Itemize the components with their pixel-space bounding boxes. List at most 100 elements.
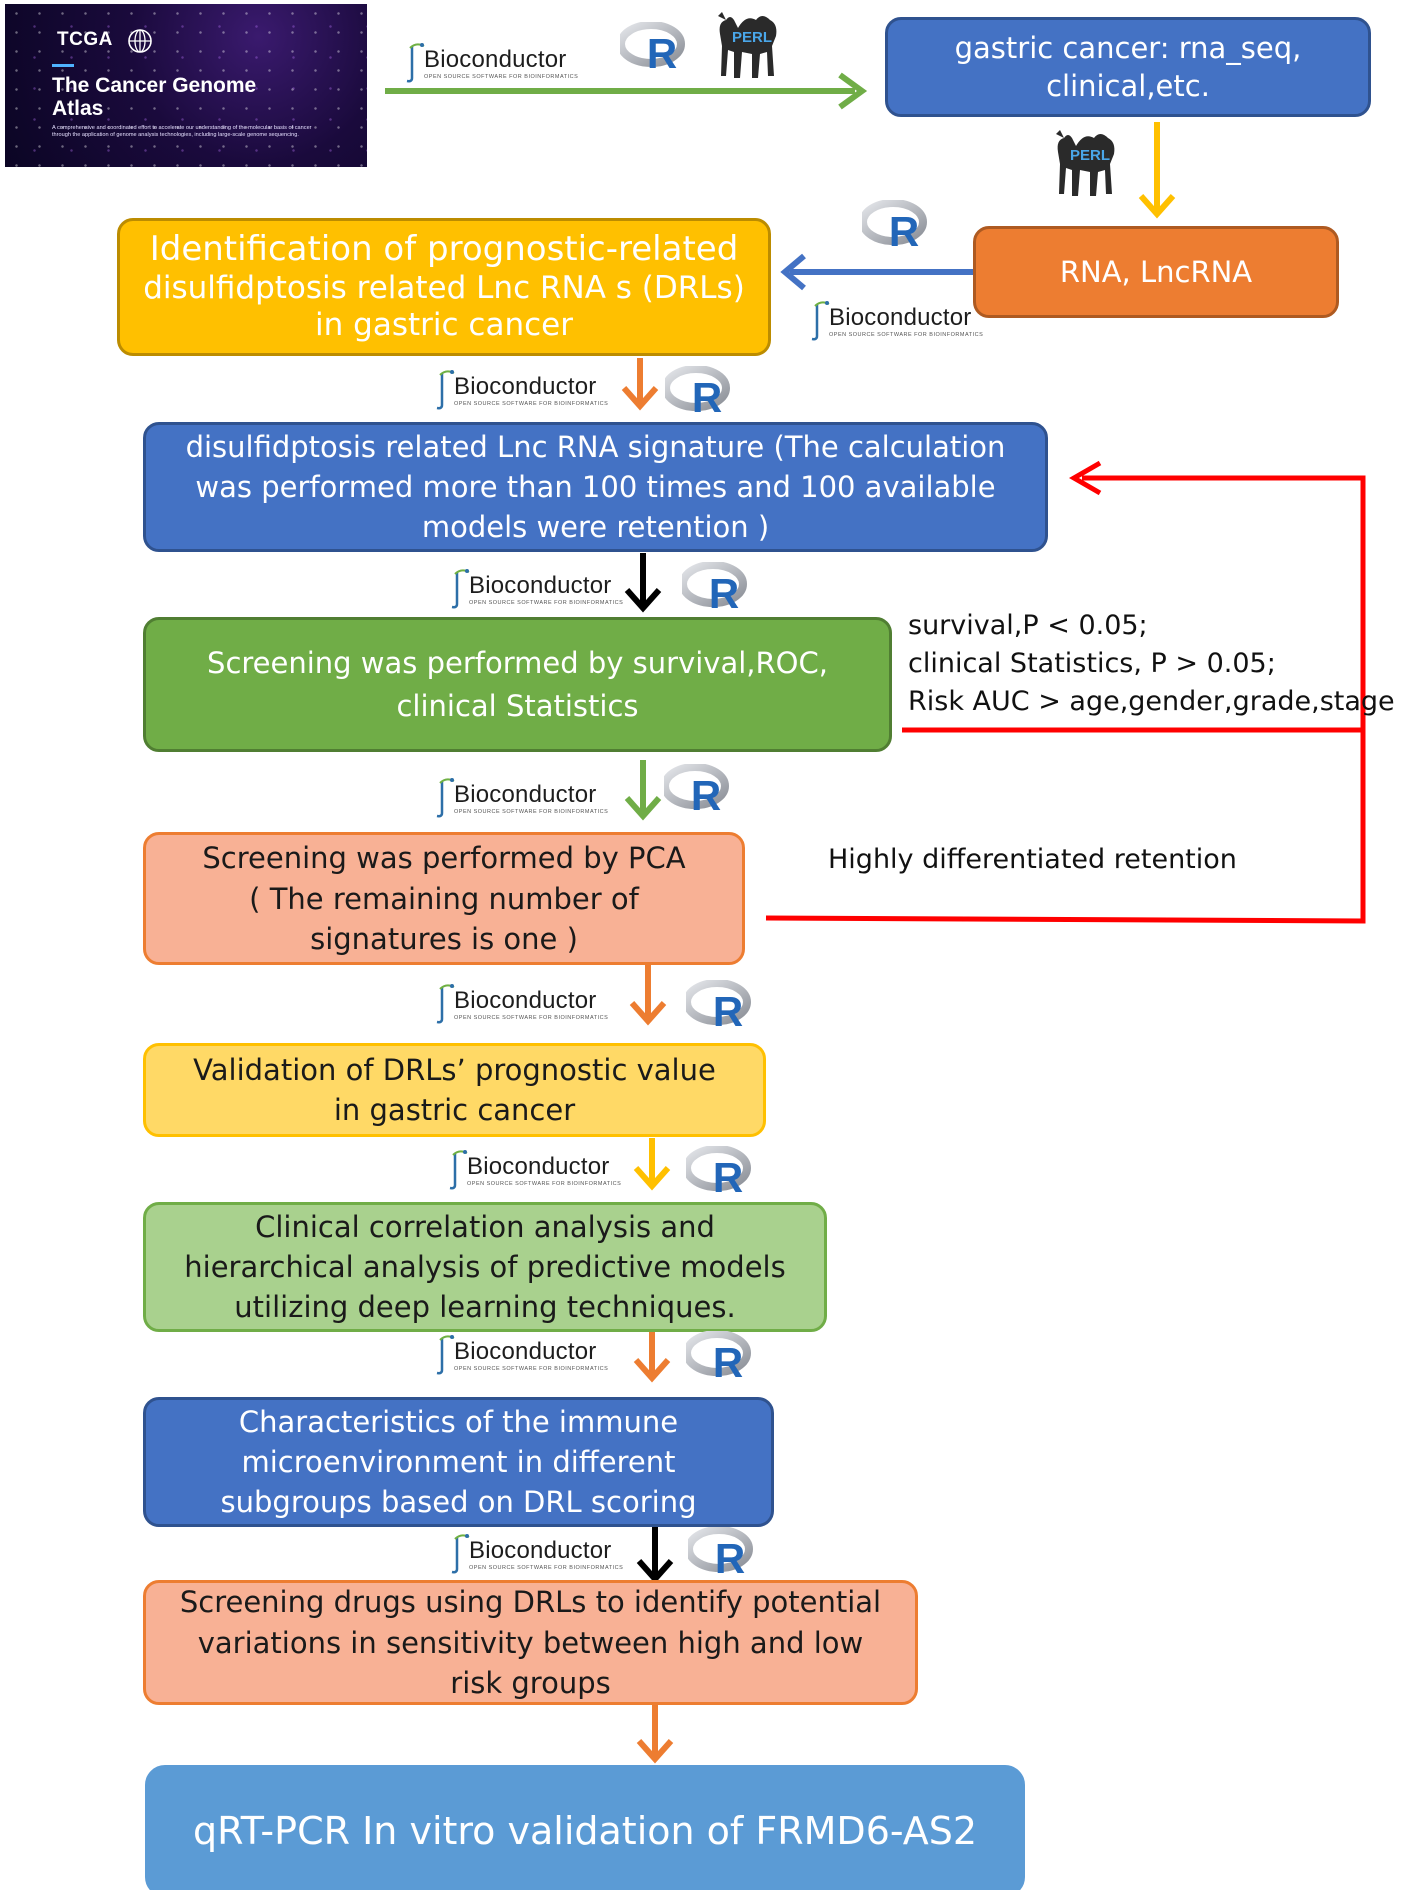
perl-logo-text: PERL bbox=[732, 29, 772, 46]
bioconductor-swirl-icon bbox=[811, 301, 830, 341]
r-logo-letter: R bbox=[647, 30, 677, 72]
box-identification-line2: disulfidptosis related Lnc RNA s (DRLs) bbox=[143, 270, 745, 307]
box-identification-line1: Identification of prognostic-related bbox=[149, 229, 739, 270]
box-clinical-line1: Clinical correlation analysis and bbox=[255, 1209, 715, 1244]
box-identification-line3: in gastric cancer bbox=[315, 307, 573, 344]
bioconductor-swirl-icon bbox=[436, 778, 455, 818]
arrow-rna-to-identification bbox=[780, 253, 975, 291]
box-immune-line3: subgroups based on DRL scoring bbox=[220, 1485, 697, 1520]
bioconductor-tagline: OPEN SOURCE SOFTWARE FOR BIOINFORMATICS bbox=[454, 1366, 609, 1372]
bioconductor-swirl-icon bbox=[436, 984, 455, 1024]
arrow-identification-to-signature bbox=[621, 358, 659, 411]
bioconductor-wordmark: Bioconductor bbox=[469, 1537, 612, 1564]
arrow-clinical-to-immune bbox=[633, 1330, 671, 1383]
r-logo-icon: R bbox=[665, 366, 730, 416]
box-identification: Identification of prognostic-related dis… bbox=[117, 218, 771, 356]
box-drug-screening: Screening drugs using DRLs to identify p… bbox=[143, 1580, 918, 1705]
perl-logo-text: PERL bbox=[1070, 147, 1110, 164]
r-logo-icon: R bbox=[688, 1527, 753, 1577]
box-signature-line1: disulfidptosis related Lnc RNA signature… bbox=[185, 429, 1006, 464]
bioconductor-wordmark: Bioconductor bbox=[467, 1153, 610, 1180]
box-clinical-line3: utilizing deep learning techniques. bbox=[234, 1290, 736, 1325]
r-logo-icon: R bbox=[686, 980, 751, 1030]
bioconductor-wordmark: Bioconductor bbox=[454, 1338, 597, 1365]
r-logo-letter: R bbox=[691, 772, 721, 814]
box-qrtpcr-validation: qRT-PCR In vitro validation of FRMD6-AS2 bbox=[145, 1765, 1025, 1890]
box-immune-microenvironment: Characteristics of the immune microenvir… bbox=[143, 1397, 774, 1527]
bioconductor-tagline: OPEN SOURCE SOFTWARE FOR BIOINFORMATICS bbox=[424, 74, 579, 80]
box-validation: Validation of DRLs’ prognostic value in … bbox=[143, 1043, 766, 1137]
tcga-globe-icon bbox=[128, 29, 152, 53]
bioconductor-swirl-icon bbox=[449, 1150, 468, 1190]
bioconductor-wordmark: Bioconductor bbox=[469, 572, 612, 599]
arrow-immune-to-drugs bbox=[636, 1525, 674, 1584]
retention-note: Highly differentiated retention bbox=[828, 844, 1237, 875]
box-screening-survival-line1: Screening was performed by survival,ROC, bbox=[207, 646, 828, 681]
box-screening-survival: Screening was performed by survival,ROC,… bbox=[143, 617, 892, 752]
bioconductor-tagline: OPEN SOURCE SOFTWARE FOR BIOINFORMATICS bbox=[454, 1015, 609, 1021]
r-logo-icon: R bbox=[862, 200, 927, 250]
box-signature-line3: models were retention ) bbox=[421, 510, 770, 545]
criteria-line2: clinical Statistics, P > 0.05; bbox=[908, 648, 1276, 679]
arrow-survival-to-pca bbox=[624, 760, 662, 821]
box-immune-line2: microenvironment in different bbox=[241, 1445, 676, 1479]
r-logo-icon: R bbox=[686, 1331, 751, 1381]
bioconductor-tagline: OPEN SOURCE SOFTWARE FOR BIOINFORMATICS bbox=[454, 809, 609, 815]
arrow-source-to-rna bbox=[1138, 122, 1176, 219]
tcga-title-line2: Atlas bbox=[52, 97, 104, 120]
arrow-pca-to-validation bbox=[629, 965, 667, 1026]
r-logo-letter: R bbox=[713, 988, 743, 1030]
tcga-banner: TCGA The Cancer Genome Atlas A comprehen… bbox=[5, 4, 367, 167]
box-rna-lncrna: RNA, LncRNA bbox=[973, 226, 1339, 318]
r-logo-letter: R bbox=[709, 570, 739, 612]
bioconductor-swirl-icon bbox=[406, 43, 425, 83]
box-source-data-line2: clinical,etc. bbox=[1046, 69, 1210, 103]
box-drugs-line1: Screening drugs using DRLs to identify p… bbox=[179, 1585, 882, 1620]
r-logo-letter: R bbox=[713, 1154, 743, 1196]
arrow-validation-to-clinical bbox=[633, 1138, 671, 1191]
bioconductor-tagline: OPEN SOURCE SOFTWARE FOR BIOINFORMATICS bbox=[469, 600, 624, 606]
bioconductor-tagline: OPEN SOURCE SOFTWARE FOR BIOINFORMATICS bbox=[467, 1181, 622, 1187]
box-screening-pca-line2: ( The remaining number of bbox=[249, 881, 639, 916]
box-screening-pca-line1: Screening was performed by PCA bbox=[202, 841, 686, 876]
bioconductor-tagline: OPEN SOURCE SOFTWARE FOR BIOINFORMATICS bbox=[469, 1565, 624, 1571]
box-rna-lncrna-line1: RNA, LncRNA bbox=[1059, 254, 1253, 289]
bioconductor-wordmark: Bioconductor bbox=[829, 304, 972, 331]
box-clinical-correlation: Clinical correlation analysis and hierar… bbox=[143, 1202, 827, 1332]
r-logo-icon: R bbox=[664, 764, 729, 814]
box-signature: disulfidptosis related Lnc RNA signature… bbox=[143, 422, 1048, 552]
perl-camel-icon: PERL bbox=[1056, 130, 1115, 196]
arrow-drugs-to-qrtpcr bbox=[636, 1705, 674, 1764]
bioconductor-tagline: OPEN SOURCE SOFTWARE FOR BIOINFORMATICS bbox=[829, 332, 984, 338]
bioconductor-wordmark: Bioconductor bbox=[454, 373, 597, 400]
r-logo-icon: R bbox=[620, 22, 685, 72]
box-screening-pca-line3: signatures is one ) bbox=[310, 921, 578, 956]
bioconductor-swirl-icon bbox=[451, 1534, 470, 1574]
bioconductor-swirl-icon bbox=[451, 569, 470, 609]
box-qrtpcr-line1: qRT-PCR In vitro validation of FRMD6-AS2 bbox=[192, 1808, 978, 1853]
arrow-signature-to-survival bbox=[624, 553, 662, 613]
bioconductor-swirl-icon bbox=[436, 370, 455, 410]
r-logo-letter: R bbox=[713, 1339, 743, 1381]
r-logo-letter: R bbox=[692, 374, 722, 416]
perl-camel-icon: PERL bbox=[718, 12, 777, 78]
tcga-title-line1: The Cancer Genome bbox=[52, 74, 257, 97]
tcga-divider bbox=[52, 64, 74, 67]
box-immune-line1: Characteristics of the immune bbox=[238, 1404, 679, 1439]
bioconductor-swirl-icon bbox=[436, 1335, 455, 1375]
box-drugs-line3: risk groups bbox=[450, 1665, 611, 1700]
box-source-data: gastric cancer: rna_seq, clinical,etc. bbox=[885, 17, 1371, 117]
r-logo-icon: R bbox=[686, 1146, 751, 1196]
box-validation-line2: in gastric cancer bbox=[333, 1093, 576, 1127]
starfield-background bbox=[5, 4, 367, 167]
